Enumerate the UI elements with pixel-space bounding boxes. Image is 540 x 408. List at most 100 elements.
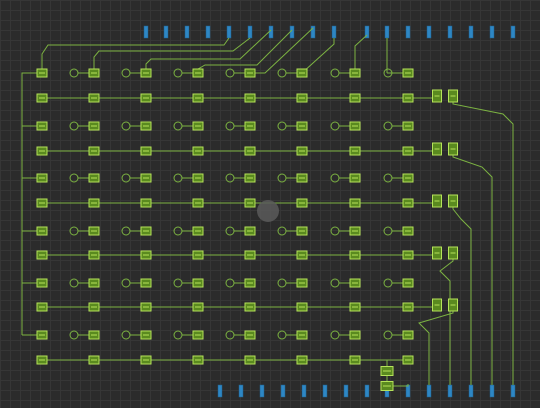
component-chip-icon[interactable] <box>88 146 100 156</box>
top-connector-pin-icon[interactable] <box>405 25 411 39</box>
component-chip-icon[interactable] <box>36 302 48 312</box>
component-chip-icon[interactable] <box>402 278 414 288</box>
component-chip-icon[interactable] <box>140 68 152 78</box>
component-chip-icon[interactable] <box>192 355 204 365</box>
junction-circle-icon[interactable] <box>69 173 79 183</box>
component-chip-icon[interactable] <box>36 330 48 340</box>
component-chip-icon[interactable] <box>140 93 152 103</box>
output-chip-icon[interactable] <box>432 142 442 156</box>
component-chip-icon[interactable] <box>88 198 100 208</box>
junction-circle-icon[interactable] <box>383 121 393 131</box>
component-chip-icon[interactable] <box>349 173 361 183</box>
junction-circle-icon[interactable] <box>225 226 235 236</box>
component-chip-icon[interactable] <box>36 146 48 156</box>
junction-circle-icon[interactable] <box>173 278 183 288</box>
component-chip-icon[interactable] <box>244 250 256 260</box>
component-chip-icon[interactable] <box>402 121 414 131</box>
top-connector-pin-icon[interactable] <box>489 25 495 39</box>
component-chip-icon[interactable] <box>349 226 361 236</box>
component-chip-icon[interactable] <box>349 302 361 312</box>
component-chip-icon[interactable] <box>296 302 308 312</box>
top-connector-pin-icon[interactable] <box>226 25 232 39</box>
component-chip-icon[interactable] <box>36 355 48 365</box>
junction-circle-icon[interactable] <box>69 121 79 131</box>
bottom-connector-pin-icon[interactable] <box>364 384 370 398</box>
output-chip-icon[interactable] <box>448 298 458 312</box>
junction-circle-icon[interactable] <box>69 226 79 236</box>
component-chip-icon[interactable] <box>296 121 308 131</box>
component-chip-icon[interactable] <box>402 93 414 103</box>
component-chip-icon[interactable] <box>296 146 308 156</box>
component-chip-icon[interactable] <box>140 173 152 183</box>
component-chip-icon[interactable] <box>244 355 256 365</box>
component-chip-icon[interactable] <box>402 226 414 236</box>
component-chip-icon[interactable] <box>244 121 256 131</box>
top-connector-pin-icon[interactable] <box>468 25 474 39</box>
component-chip-icon[interactable] <box>244 278 256 288</box>
component-chip-icon[interactable] <box>244 68 256 78</box>
component-chip-icon[interactable] <box>244 93 256 103</box>
component-chip-icon[interactable] <box>296 198 308 208</box>
junction-circle-icon[interactable] <box>69 330 79 340</box>
junction-circle-icon[interactable] <box>69 278 79 288</box>
component-chip-icon[interactable] <box>192 173 204 183</box>
component-chip-icon[interactable] <box>349 68 361 78</box>
component-chip-icon[interactable] <box>88 278 100 288</box>
component-chip-icon[interactable] <box>244 226 256 236</box>
component-chip-icon[interactable] <box>140 330 152 340</box>
component-chip-icon[interactable] <box>296 68 308 78</box>
bottom-connector-pin-icon[interactable] <box>489 384 495 398</box>
component-chip-icon[interactable] <box>140 250 152 260</box>
junction-circle-icon[interactable] <box>121 226 131 236</box>
component-chip-icon[interactable] <box>349 121 361 131</box>
top-connector-pin-icon[interactable] <box>426 25 432 39</box>
component-chip-icon[interactable] <box>140 121 152 131</box>
junction-circle-icon[interactable] <box>277 68 287 78</box>
component-chip-icon[interactable] <box>402 173 414 183</box>
bottom-connector-pin-icon[interactable] <box>510 384 516 398</box>
output-chip-icon[interactable] <box>432 89 442 103</box>
junction-circle-icon[interactable] <box>383 173 393 183</box>
component-chip-icon[interactable] <box>402 68 414 78</box>
output-chip-icon[interactable] <box>448 246 458 260</box>
output-chip-icon[interactable] <box>448 194 458 208</box>
component-chip-icon[interactable] <box>140 278 152 288</box>
component-chip-icon[interactable] <box>192 68 204 78</box>
junction-circle-icon[interactable] <box>225 173 235 183</box>
bottom-connector-pin-icon[interactable] <box>301 384 307 398</box>
component-chip-icon[interactable] <box>296 355 308 365</box>
junction-circle-icon[interactable] <box>121 121 131 131</box>
top-connector-pin-icon[interactable] <box>384 25 390 39</box>
output-chip-icon[interactable] <box>432 298 442 312</box>
component-chip-icon[interactable] <box>36 173 48 183</box>
component-chip-icon[interactable] <box>349 146 361 156</box>
component-chip-icon[interactable] <box>36 121 48 131</box>
component-chip-icon[interactable] <box>192 302 204 312</box>
junction-circle-icon[interactable] <box>277 278 287 288</box>
component-chip-icon[interactable] <box>296 330 308 340</box>
component-chip-icon[interactable] <box>88 250 100 260</box>
component-chip-icon[interactable] <box>140 302 152 312</box>
junction-circle-icon[interactable] <box>330 173 340 183</box>
component-chip-icon[interactable] <box>36 198 48 208</box>
junction-circle-icon[interactable] <box>173 68 183 78</box>
component-chip-icon[interactable] <box>244 198 256 208</box>
junction-circle-icon[interactable] <box>121 330 131 340</box>
component-chip-icon[interactable] <box>349 198 361 208</box>
junction-circle-icon[interactable] <box>173 330 183 340</box>
junction-circle-icon[interactable] <box>225 278 235 288</box>
junction-circle-icon[interactable] <box>383 278 393 288</box>
component-chip-icon[interactable] <box>296 226 308 236</box>
bottom-connector-pin-icon[interactable] <box>447 384 453 398</box>
top-connector-pin-icon[interactable] <box>364 25 370 39</box>
component-chip-icon[interactable] <box>296 173 308 183</box>
component-chip-icon[interactable] <box>192 250 204 260</box>
bottom-connector-pin-icon[interactable] <box>405 384 411 398</box>
top-connector-pin-icon[interactable] <box>247 25 253 39</box>
junction-circle-icon[interactable] <box>277 226 287 236</box>
bottom-connector-pin-icon[interactable] <box>426 384 432 398</box>
component-chip-icon[interactable] <box>349 355 361 365</box>
component-chip-icon[interactable] <box>88 93 100 103</box>
component-chip-icon[interactable] <box>88 226 100 236</box>
